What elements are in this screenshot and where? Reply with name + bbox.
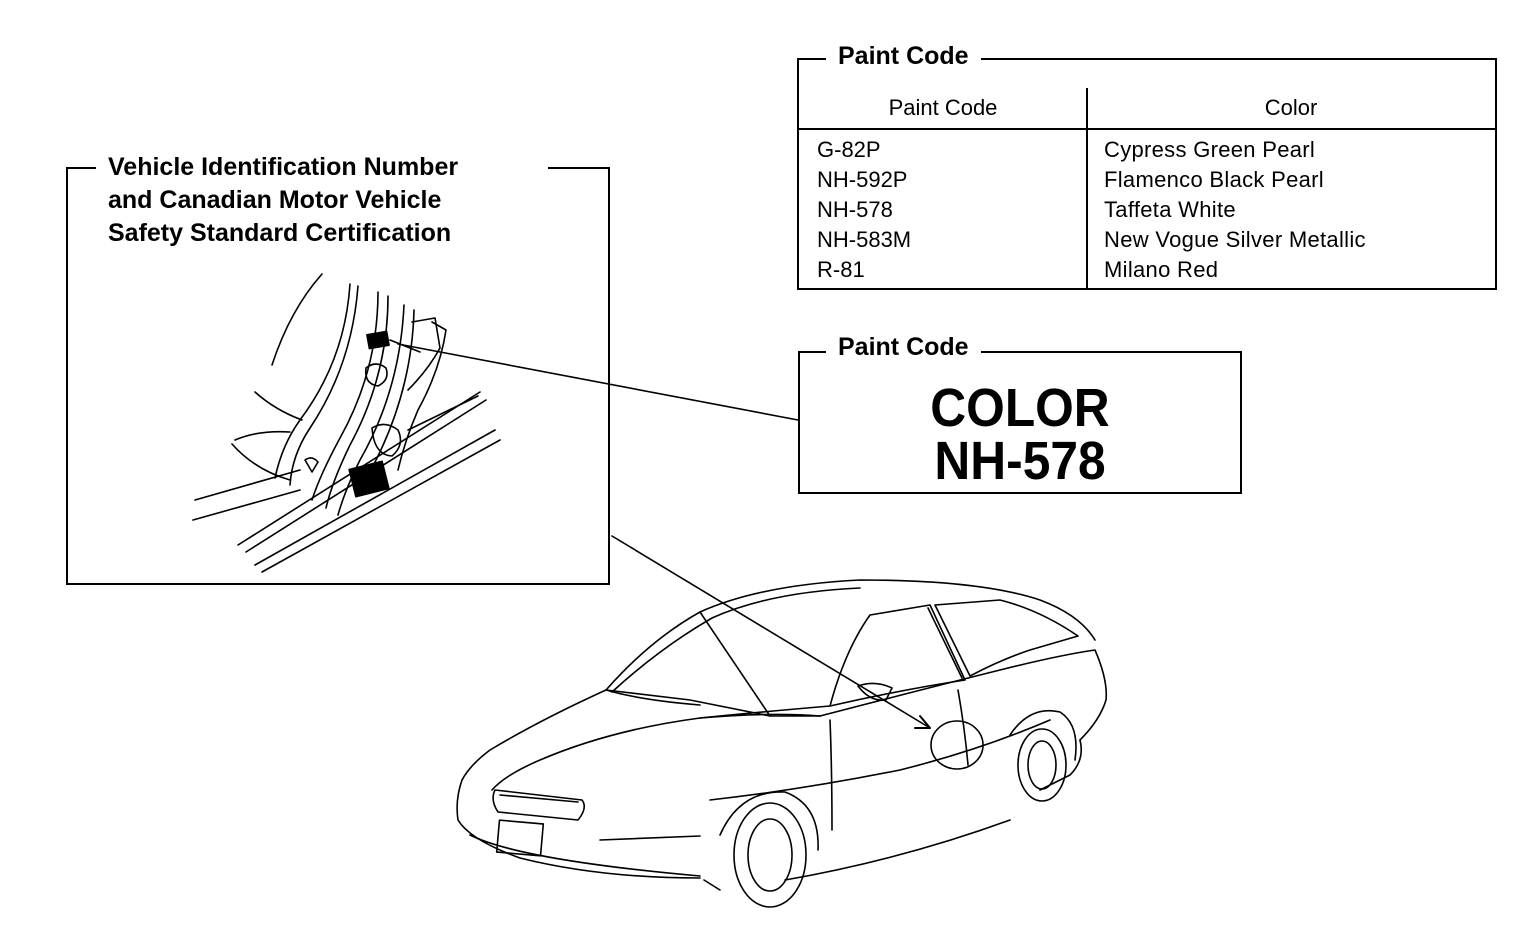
color-cell: Flamenco Black Pearl bbox=[1104, 167, 1324, 192]
paint-code-cell: NH-592P bbox=[817, 167, 908, 192]
paint-code-cell: NH-583M bbox=[817, 227, 912, 252]
paint-code-cell: R-81 bbox=[817, 257, 865, 282]
vin-title-line: Safety Standard Certification bbox=[108, 219, 452, 247]
car-illustration bbox=[456, 579, 1108, 908]
paint-code-label: COLOR NH-578 bbox=[798, 351, 1242, 494]
paint-code-table: Paint Code Color G-82P Cypress Green Pea… bbox=[797, 58, 1497, 290]
door-jamb-illustration bbox=[192, 273, 501, 573]
paint-code-cell: G-82P bbox=[817, 137, 881, 162]
header-divider bbox=[799, 128, 1495, 130]
leader-line-label bbox=[397, 343, 799, 421]
column-header-paint-code: Paint Code bbox=[888, 95, 998, 120]
table-row: NH-578 Taffeta White bbox=[799, 195, 1495, 225]
label-marker-icon bbox=[366, 330, 390, 350]
color-cell: Taffeta White bbox=[1104, 197, 1236, 222]
vin-callout-title: Vehicle Identification Number and Canadi… bbox=[96, 151, 548, 250]
vin-title-line: and Canadian Motor Vehicle bbox=[108, 186, 442, 214]
table-row: R-81 Milano Red bbox=[799, 255, 1495, 285]
table-row: G-82P Cypress Green Pearl bbox=[799, 135, 1495, 165]
label-color-text: COLOR bbox=[930, 378, 1110, 438]
color-cell: New Vogue Silver Metallic bbox=[1104, 227, 1366, 252]
vin-title-line: Vehicle Identification Number bbox=[108, 153, 459, 181]
column-divider bbox=[1086, 88, 1088, 290]
table-row: NH-592P Flamenco Black Pearl bbox=[799, 165, 1495, 195]
table-row: NH-583M New Vogue Silver Metallic bbox=[799, 225, 1495, 255]
color-cell: Cypress Green Pearl bbox=[1104, 137, 1316, 162]
paint-table-title: Paint Code bbox=[826, 41, 981, 71]
label-code-text: NH-578 bbox=[934, 431, 1106, 491]
paint-code-cell: NH-578 bbox=[817, 197, 893, 222]
paint-label-title: Paint Code bbox=[826, 332, 981, 362]
color-cell: Milano Red bbox=[1104, 257, 1219, 282]
column-header-color: Color bbox=[1264, 95, 1318, 120]
